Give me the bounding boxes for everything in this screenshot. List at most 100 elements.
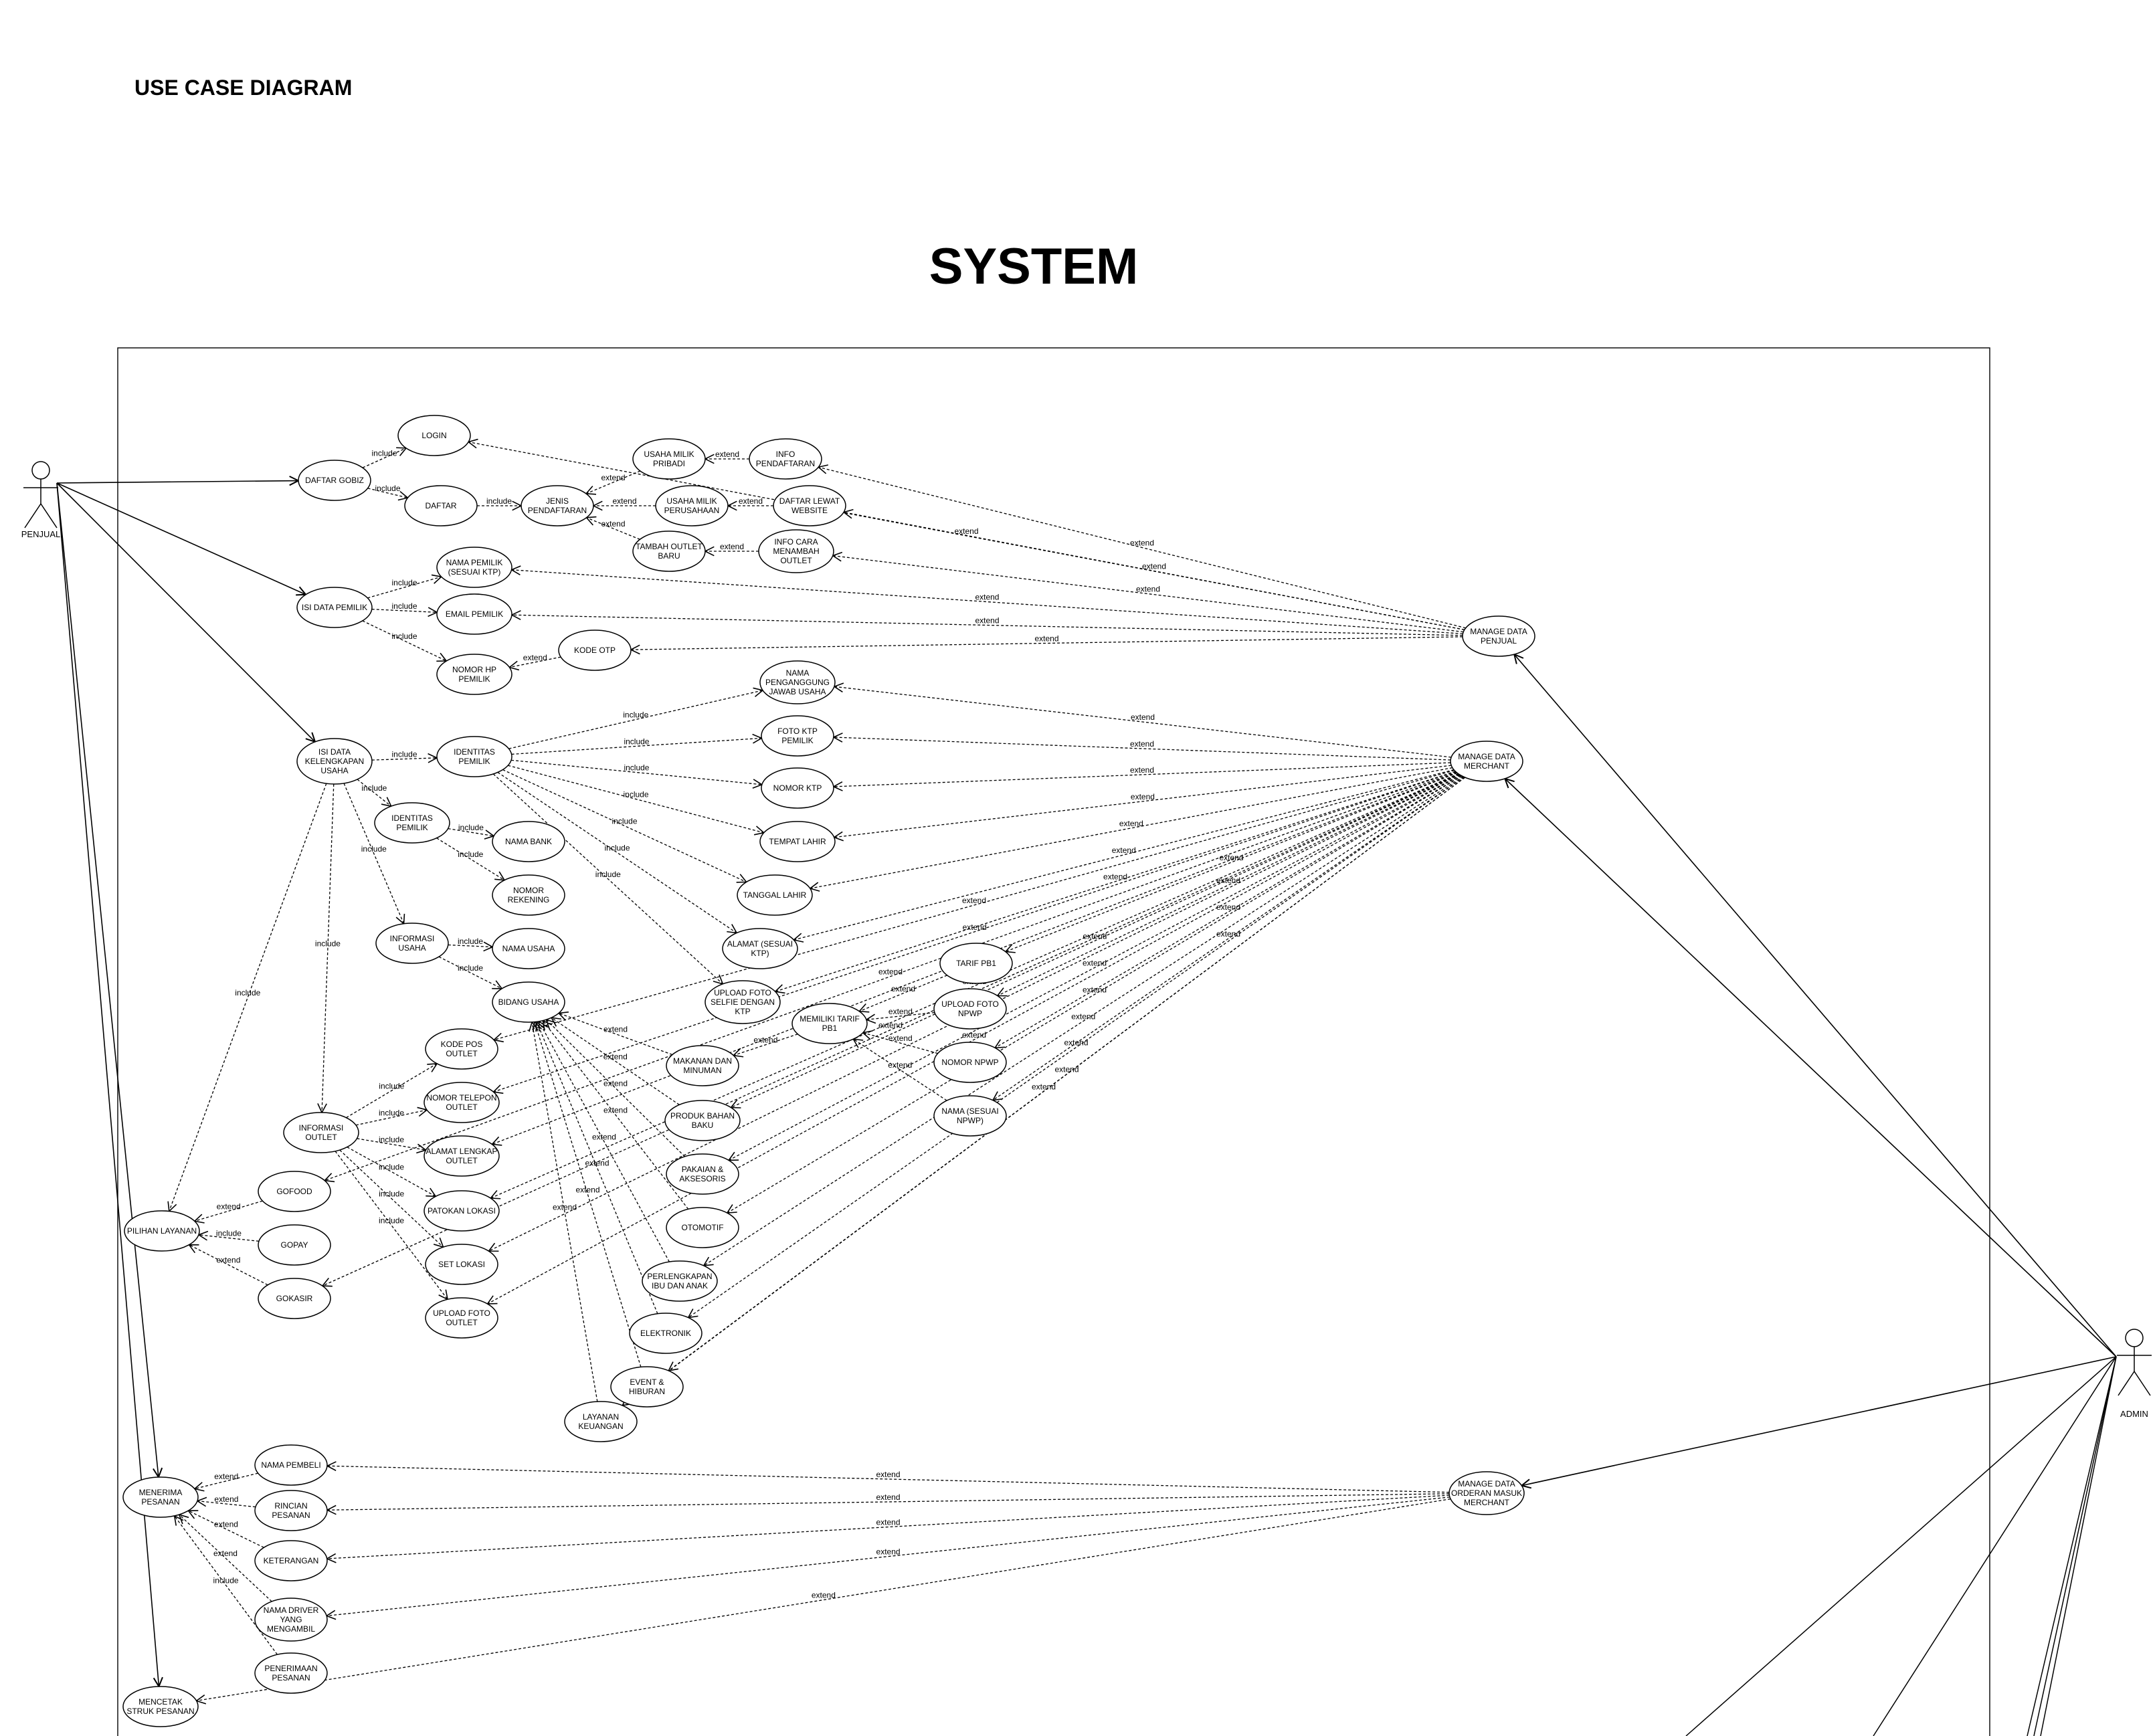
actor-head xyxy=(2125,1329,2144,1347)
use-case-shape xyxy=(666,1153,739,1195)
use-case-keterangan[interactable]: KETERANGAN xyxy=(254,1540,328,1581)
use-case-label: OUTLET xyxy=(446,1318,478,1327)
extend-relation xyxy=(494,769,1455,1040)
include-relation xyxy=(371,609,437,613)
use-case-label: OUTLET xyxy=(305,1133,337,1142)
association-line xyxy=(1873,1356,2117,1736)
use-case-pakaian[interactable]: PAKAIAN &AKSESORIS xyxy=(666,1153,739,1195)
use-case-gokasir[interactable]: GOKASIR xyxy=(258,1278,331,1319)
use-case-tarif-pb1[interactable]: TARIF PB1 xyxy=(939,943,1013,984)
use-case-kode-otp[interactable]: KODE OTP xyxy=(558,630,632,671)
extend-label: extend xyxy=(1071,1011,1095,1021)
use-case-daftar-gobiz[interactable]: DAFTAR GOBIZ xyxy=(298,460,371,501)
actor-admin[interactable]: ADMIN xyxy=(2117,1329,2152,1419)
use-case-tanggal-lahir[interactable]: TANGGAL LAHIR xyxy=(737,874,813,916)
extend-relation xyxy=(490,773,1459,1198)
include-label: include xyxy=(458,823,484,832)
use-case-event[interactable]: EVENT &HIBURAN xyxy=(610,1366,684,1408)
extend-relation xyxy=(326,1497,1450,1616)
use-case-email-pemilik[interactable]: EMAIL PEMILIK xyxy=(436,593,512,635)
use-case-otomotif[interactable]: OTOMOTIF xyxy=(666,1207,739,1248)
use-case-label: MENERIMA xyxy=(139,1488,183,1497)
use-case-label: NAMA xyxy=(786,668,810,678)
use-case-nama-pembeli[interactable]: NAMA PEMBELI xyxy=(254,1444,328,1486)
use-case-nama-usaha[interactable]: NAMA USAHA xyxy=(492,928,565,969)
include-label: include xyxy=(379,1189,404,1199)
use-case-pilihan-layanan[interactable]: PILIHAN LAYANAN xyxy=(124,1210,200,1252)
use-case-login[interactable]: LOGIN xyxy=(397,415,471,456)
extend-label: extend xyxy=(216,1256,240,1265)
use-case-nama-pemilik[interactable]: NAMA PEMILIK(SESUAI KTP) xyxy=(436,547,512,588)
use-case-isi-data-pemilik[interactable]: ISI DATA PEMILIK xyxy=(296,587,373,628)
use-case-label: SET LOKASI xyxy=(438,1260,485,1269)
use-case-gofood[interactable]: GOFOOD xyxy=(258,1171,331,1212)
use-case-label: BAKU xyxy=(692,1121,714,1130)
use-case-tempat-lahir[interactable]: TEMPAT LAHIR xyxy=(759,821,836,862)
use-case-shape xyxy=(424,1135,500,1177)
extend-relation xyxy=(704,776,1464,1266)
use-case-label: NPWP xyxy=(958,1009,982,1018)
system-boundary xyxy=(117,347,1990,1736)
use-case-elektronik[interactable]: ELEKTRONIK xyxy=(629,1313,702,1354)
actor-penjual[interactable]: PENJUAL xyxy=(21,461,61,539)
include-label: include xyxy=(216,1229,242,1238)
use-case-nomor-ktp[interactable]: NOMOR KTP xyxy=(761,767,834,809)
use-case-shape xyxy=(122,1686,199,1727)
use-case-set-lokasi[interactable]: SET LOKASI xyxy=(425,1244,498,1285)
include-relation xyxy=(371,758,437,760)
use-case-daftar[interactable]: DAFTAR xyxy=(404,485,478,526)
include-label: include xyxy=(458,937,483,946)
use-case-gopay[interactable]: GOPAY xyxy=(258,1224,331,1266)
use-case-bidang-usaha[interactable]: BIDANG USAHA xyxy=(492,981,565,1023)
use-case-shape xyxy=(492,928,565,969)
use-case-nama-bank[interactable]: NAMA BANK xyxy=(492,821,565,862)
use-case-label: TEMPAT LAHIR xyxy=(769,837,826,846)
use-case-label: NAMA DRIVER xyxy=(264,1606,319,1615)
use-case-shape xyxy=(933,1042,1007,1083)
extend-label: extend xyxy=(1083,931,1107,941)
use-case-patokan[interactable]: PATOKAN LOKASI xyxy=(424,1190,500,1232)
include-relation xyxy=(438,956,502,989)
use-case-shape xyxy=(610,1366,684,1408)
extend-label: extend xyxy=(214,1494,238,1504)
use-case-nomor-npwp[interactable]: NOMOR NPWP xyxy=(933,1042,1007,1083)
use-case-label: LAYANAN xyxy=(583,1412,619,1422)
